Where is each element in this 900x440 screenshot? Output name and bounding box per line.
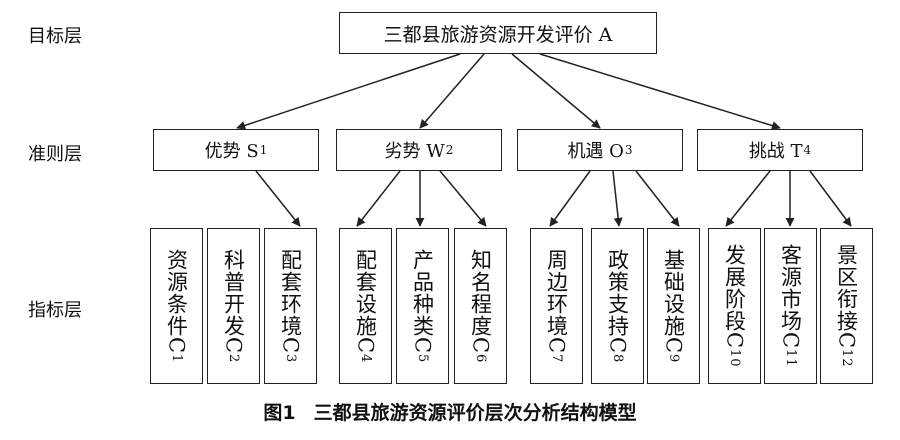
goal-node: 三都县旅游资源开发评价 A — [339, 12, 657, 54]
arrow-t4-to-c10 — [725, 170, 771, 227]
criteria-layer-label: 准则层 — [28, 144, 82, 165]
criterion-subscript: 4 — [803, 143, 812, 157]
indicator-subscript: 1 — [169, 353, 184, 364]
indicator-subscript: 12 — [839, 349, 854, 368]
indicator-subscript: 4 — [358, 353, 373, 364]
indicator-label: 客源市场C — [778, 244, 803, 350]
indicator-label: 配套环境C — [278, 248, 303, 354]
indicator-label: 产品种类C — [410, 248, 435, 354]
indicator-subscript: 6 — [473, 353, 488, 364]
indicator-label: 基础设施C — [661, 248, 686, 354]
arrow-t4-to-c12 — [809, 170, 852, 227]
arrow-goal-to-w2 — [419, 53, 485, 129]
criterion-label: 劣势 W — [384, 141, 445, 162]
indicator-subscript: 7 — [549, 353, 564, 364]
arrow-w2-to-c4 — [356, 170, 401, 227]
indicator-subscript: 10 — [727, 349, 742, 368]
criterion-label: 优势 S — [204, 141, 259, 162]
indicator-layer-label: 指标层 — [28, 300, 82, 321]
indicator-label: 科普开发C — [221, 248, 246, 354]
indicator-subscript: 11 — [783, 349, 798, 368]
goal-node-label: 三都县旅游资源开发评价 A — [383, 23, 613, 46]
arrow-s1-to-c3 — [255, 170, 301, 227]
criterion-subscript: 3 — [624, 143, 633, 157]
indicator-subscript: 9 — [666, 353, 681, 364]
arrow-w2-to-c6 — [439, 170, 487, 227]
indicator-label: 知名程度C — [468, 248, 493, 354]
indicator-subscript: 8 — [610, 353, 625, 364]
figure-caption: 图1 三都县旅游资源评价层次分析结构模型 — [0, 398, 900, 425]
criterion-label: 机遇 O — [567, 141, 624, 162]
arrow-goal-to-t4 — [539, 53, 781, 130]
figure-title: 三都县旅游资源评价层次分析结构模型 — [313, 402, 637, 424]
indicator-label: 配套设施C — [353, 248, 378, 354]
indicator-label: 政策支持C — [605, 248, 630, 354]
indicator-label: 周边环境C — [544, 248, 569, 354]
indicator-label: 发展阶段C — [722, 244, 747, 350]
indicator-subscript: 2 — [226, 353, 241, 364]
criterion-subscript: 1 — [259, 143, 268, 157]
arrow-o3-to-c9 — [635, 170, 680, 227]
figure-number: 图1 — [263, 402, 296, 424]
indicator-subscript: 5 — [415, 353, 430, 364]
indicator-label: 资源条件C — [164, 248, 189, 354]
criterion-subscript: 2 — [445, 143, 454, 157]
arrow-o3-to-c8 — [612, 170, 623, 227]
arrow-o3-to-c7 — [549, 170, 591, 227]
arrow-goal-to-o3 — [511, 53, 601, 129]
criterion-label: 挑战 T — [748, 141, 803, 162]
arrow-goal-to-s1 — [236, 53, 461, 130]
goal-layer-label: 目标层 — [28, 26, 82, 47]
indicator-subscript: 3 — [283, 353, 298, 364]
indicator-label: 景区衔接C — [834, 244, 859, 350]
